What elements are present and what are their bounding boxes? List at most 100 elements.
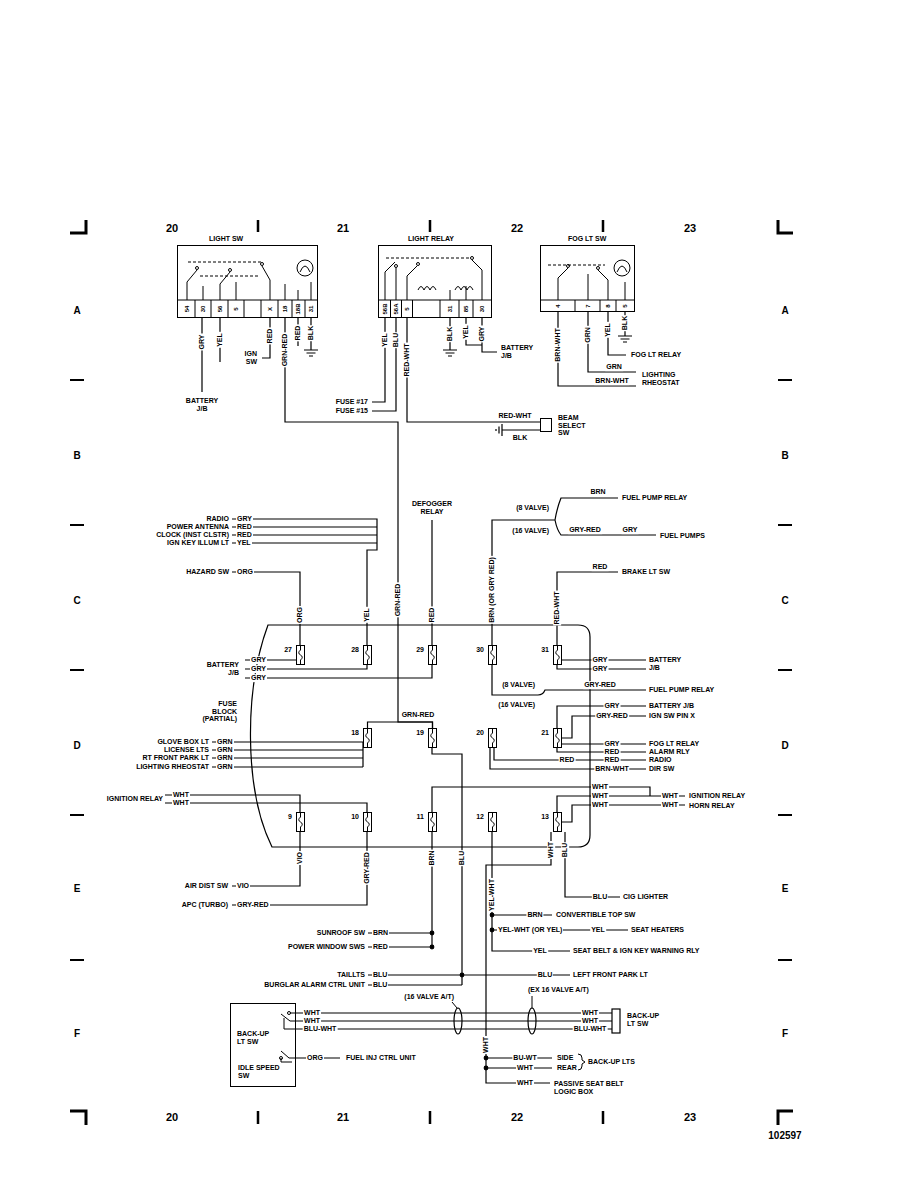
circuit-label: BACK-UP LTS — [587, 1058, 636, 1066]
wire-color: RED-WHT — [403, 342, 411, 377]
fuse: 12 — [488, 812, 497, 832]
drawing-stroke — [70, 380, 792, 960]
pin-number: 56A — [393, 302, 400, 315]
circuit-label: RADIO — [648, 756, 673, 764]
drawing-stroke — [558, 312, 636, 386]
pin-number: 4 — [555, 303, 562, 308]
fuse-symbol — [488, 645, 497, 665]
wire-color: RED — [428, 607, 436, 624]
fuse: 20 — [488, 728, 497, 748]
wire-color: YEL-WHT — [488, 878, 496, 912]
wire-color: VIO — [296, 851, 304, 865]
fuse-number: 9 — [287, 813, 293, 821]
circuit-label: DEFOGGER RELAY — [406, 500, 458, 515]
circuit-label: PASSIVE SEAT BELT LOGIC BOX — [553, 1080, 639, 1095]
wire-color: GRY-RED — [568, 526, 602, 534]
pin-number: 5 — [233, 306, 240, 311]
circuit-label: FUEL PUMPS — [659, 532, 706, 540]
component-box: FOG LT SW — [540, 245, 635, 312]
pin-number: 5 — [404, 306, 411, 311]
fuse-symbol — [553, 812, 562, 832]
wire-color: YEL — [363, 607, 371, 623]
circuit-label: IGNITION RELAY — [688, 792, 746, 800]
fuse-number: 30 — [475, 646, 485, 654]
circuit-label: RT FRONT PARK LT — [141, 754, 210, 762]
component-name: LIGHT RELAY — [407, 235, 455, 243]
wire-color: WHT — [303, 1009, 321, 1017]
wire-color: BLU — [372, 981, 388, 989]
drawing-stroke — [368, 832, 570, 985]
wire-color: BRN (OR GRY RED) — [488, 556, 496, 624]
wire-color: GRY — [622, 526, 639, 534]
wire-color: BLK — [512, 434, 528, 442]
fuse: 30 — [488, 645, 497, 665]
drawing-stroke — [614, 260, 630, 276]
component-name: LIGHT SW — [208, 235, 244, 243]
fuse-symbol — [428, 812, 437, 832]
drawing-stroke — [484, 1056, 488, 1060]
drawing-stroke — [612, 1009, 620, 1033]
wire-color: WHT — [482, 1036, 490, 1054]
fuse-symbol — [363, 812, 372, 832]
wire-color: GRN — [216, 738, 234, 746]
fuse-number: 12 — [475, 813, 485, 821]
grid-reference: D — [72, 740, 81, 751]
wire-color: GRY — [250, 665, 267, 673]
wire-color: RED — [236, 523, 253, 531]
grid-reference: B — [72, 450, 81, 461]
circuit-label: DIR SW — [648, 765, 675, 773]
drawing-stroke — [229, 269, 232, 272]
drawing-stroke — [232, 520, 432, 645]
drawing-stroke — [300, 266, 310, 272]
pin-number: 30 — [200, 305, 207, 314]
frame-marks — [70, 220, 793, 1125]
wire-color: BRN-WHT — [554, 327, 562, 362]
wire-color: GRN-RED — [401, 711, 436, 719]
grid-reference: F — [73, 1028, 81, 1039]
circuit-label: GLOVE BOX LT — [156, 738, 210, 746]
wire-connector — [368, 722, 433, 728]
circuit-label: TAILLTS — [336, 971, 366, 979]
wire-color: VIO — [236, 882, 250, 890]
fuse-number: 28 — [350, 646, 360, 654]
circuit-label: (8 VALVE) — [501, 681, 536, 689]
wire-color: YEL — [532, 947, 548, 955]
circuit-label: REAR — [556, 1064, 578, 1072]
fuse-symbol — [363, 645, 372, 665]
drawing-stroke — [558, 268, 625, 300]
circuit-label: FUEL PUMP RELAY — [621, 494, 688, 502]
fuse: 11 — [428, 812, 437, 832]
circuit-label: CLOCK (INST CLSTR) — [155, 531, 230, 539]
drawing-stroke — [484, 1066, 488, 1070]
wire-color: WHT — [172, 799, 190, 807]
wire-color: WHT — [581, 1009, 599, 1017]
wire-color: BLU — [561, 842, 569, 858]
drawing-stroke — [540, 300, 635, 312]
circuit-label: CIG LIGHTER — [622, 893, 669, 901]
grid-reference: 102597 — [767, 1130, 802, 1141]
drawing-stroke — [492, 660, 646, 695]
wire-color: BLU — [592, 893, 608, 901]
component-name: BACK-UP LT SW — [236, 1030, 276, 1045]
wire-color: WHT — [591, 801, 609, 809]
drawing-stroke — [232, 519, 377, 645]
wire-color: YEL — [604, 322, 612, 338]
component-internals — [177, 257, 635, 1063]
wire-color: GRN — [584, 326, 592, 344]
wire-color: YEL — [216, 332, 224, 348]
grid-reference: 20 — [165, 1111, 179, 1123]
drawing-stroke — [430, 945, 434, 949]
circuit-label: CONVERTIBLE TOP SW — [555, 911, 636, 919]
wire-color: GRY — [604, 702, 621, 710]
circuit-label: FUSE #17 — [335, 398, 369, 406]
drawing-stroke — [202, 318, 311, 392]
wire-color: BLU-WHT — [573, 1025, 608, 1033]
circuit-label: BURGLAR ALARM CTRL UNIT — [263, 981, 366, 989]
drawing-stroke — [492, 832, 628, 951]
wire-color: BLU — [392, 332, 400, 348]
drawing-stroke — [597, 267, 600, 270]
circuit-label: SUNROOF SW — [316, 929, 366, 937]
drawing-stroke — [196, 267, 199, 270]
drawing-stroke — [297, 260, 313, 276]
wire-connector — [407, 318, 540, 422]
